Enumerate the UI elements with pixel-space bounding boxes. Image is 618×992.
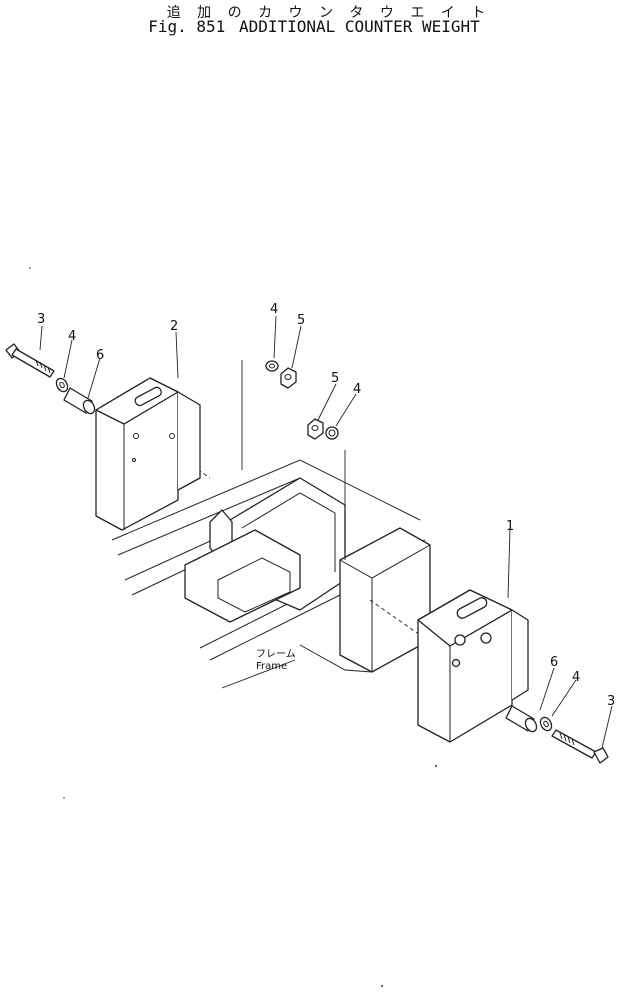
callout-6-right-spacer: 6 [550, 655, 558, 670]
callout-5-top-nut: 5 [297, 313, 305, 328]
figure-name: ADDITIONAL COUNTER WEIGHT [238, 17, 480, 36]
bolt-right [551, 729, 609, 764]
washer-left [55, 377, 69, 393]
leader-lines [39, 315, 613, 749]
callout-2-left-weight: 2 [170, 319, 178, 334]
scan-specks [29, 267, 437, 987]
washer-right [539, 716, 553, 732]
callout-4-mid-washer: 4 [353, 382, 361, 397]
title-japanese: 追 加 の カ ウ ン タ ウ エ イ ト [166, 5, 492, 21]
figure-number: Fig. 851 [148, 17, 226, 36]
frame-label-english: Frame [256, 661, 287, 672]
figure-title: Fig. 851 ADDITIONAL COUNTER WEIGHT [0, 17, 618, 36]
callout-4-left-washer: 4 [68, 329, 76, 344]
callout-4-top-washer: 4 [270, 302, 278, 317]
callout-3-left-bolt: 3 [37, 312, 45, 327]
nut-mid [307, 418, 324, 440]
nut-top [280, 367, 297, 389]
callout-3-right-bolt: 3 [607, 694, 615, 709]
spacer-right [505, 705, 538, 733]
callout-4-right-washer: 4 [572, 670, 580, 685]
counter-weight-right [417, 589, 529, 743]
counter-weight-left [95, 377, 201, 531]
washer-top [265, 360, 279, 372]
frame-drawing [111, 360, 431, 689]
callout-1-right-weight: 1 [506, 519, 514, 534]
callout-6-left-spacer: 6 [96, 348, 104, 363]
bolt-left [5, 343, 55, 378]
frame-label-japanese: フレーム [256, 648, 296, 660]
callout-5-mid-nut: 5 [331, 371, 339, 386]
spacer-left [63, 387, 96, 415]
washer-mid [325, 426, 339, 440]
